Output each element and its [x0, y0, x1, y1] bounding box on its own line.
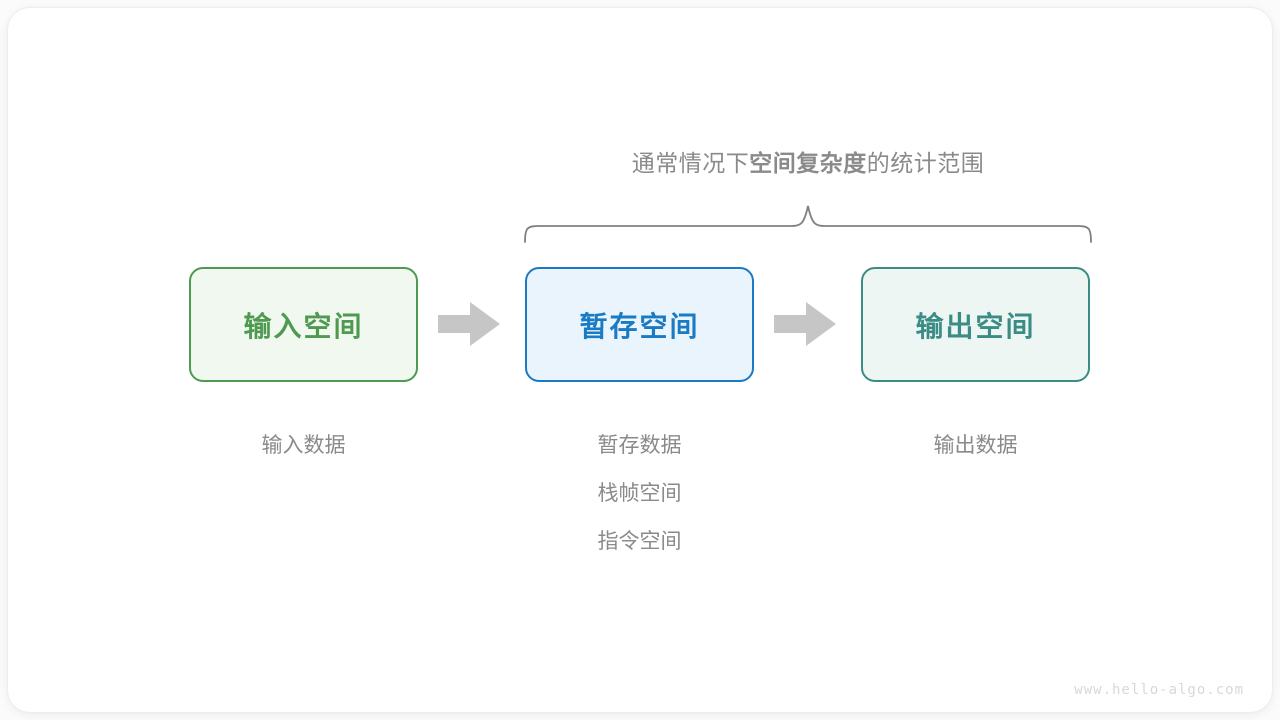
box-input-space-label: 输入空间: [243, 310, 364, 342]
arrow-right-icon: [774, 302, 836, 346]
caption-item: 栈帧空间: [597, 482, 682, 505]
box-buffer-space: 暂存空间: [525, 267, 754, 382]
arrow-right-icon: [438, 302, 500, 346]
caption-item: 指令空间: [597, 530, 682, 553]
box-input-space: 输入空间: [189, 267, 418, 382]
caption-item: 输入数据: [261, 434, 346, 457]
caption-item: 暂存数据: [597, 434, 682, 457]
footer-url: www.hello-algo.com: [1074, 682, 1244, 698]
box-buffer-space-label: 暂存空间: [579, 310, 700, 342]
box-output-space-label: 输出空间: [915, 310, 1036, 342]
caption-output-group: 输出数据: [861, 422, 1090, 470]
box-output-space: 输出空间: [861, 267, 1090, 382]
brace-caption-suffix: 的统计范围: [866, 150, 985, 176]
brace-caption-prefix: 通常情况下: [631, 150, 750, 176]
brace-caption: 通常情况下空间复杂度的统计范围: [0, 144, 1280, 178]
curly-brace: [524, 205, 1092, 243]
caption-input-group: 输入数据: [189, 422, 418, 470]
caption-item: 输出数据: [933, 434, 1018, 457]
brace-caption-emphasis: 空间复杂度: [749, 150, 867, 176]
caption-buffer-group: 暂存数据 栈帧空间 指令空间: [525, 422, 754, 566]
